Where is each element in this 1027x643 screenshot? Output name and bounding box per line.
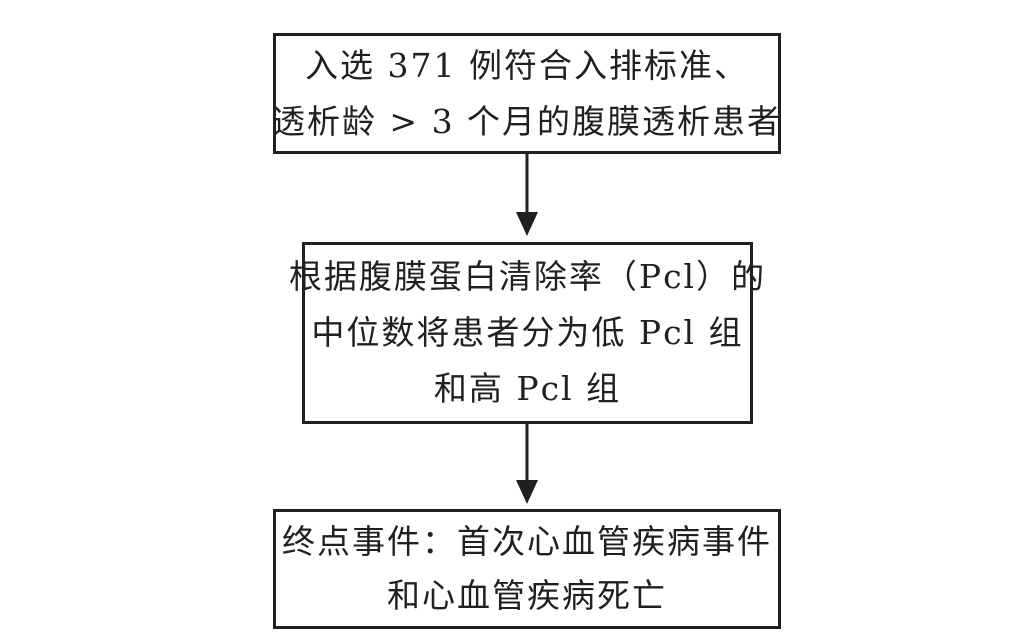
box-text-line: 根据腹膜蛋白清除率（Pcl）的 [288, 257, 767, 296]
arrowhead-icon [516, 212, 538, 236]
box-text-line: 和心血管疾病死亡 [387, 576, 667, 615]
box-text-line: 和高 Pcl 组 [433, 369, 622, 408]
box-text-line: 终点事件：首次心血管疾病事件 [282, 522, 772, 561]
box-text-line: 入选 371 例符合入排标准、 [305, 45, 749, 85]
flow-box-endpoint: 终点事件：首次心血管疾病事件 和心血管疾病死亡 [273, 509, 781, 629]
flow-box-grouping: 根据腹膜蛋白清除率（Pcl）的 中位数将患者分为低 Pcl 组 和高 Pcl 组 [289, 242, 764, 424]
arrowhead-icon [516, 480, 538, 504]
arrow-box2-to-box3 [516, 424, 538, 504]
box-text-line: 中位数将患者分为低 Pcl 组 [311, 313, 744, 352]
box-text-line: 透析龄 > 3 个月的腹膜透析患者 [271, 101, 783, 141]
flow-box-enrollment: 入选 371 例符合入排标准、 透析龄 > 3 个月的腹膜透析患者 [271, 33, 783, 154]
arrow-box1-to-box2 [516, 154, 538, 236]
